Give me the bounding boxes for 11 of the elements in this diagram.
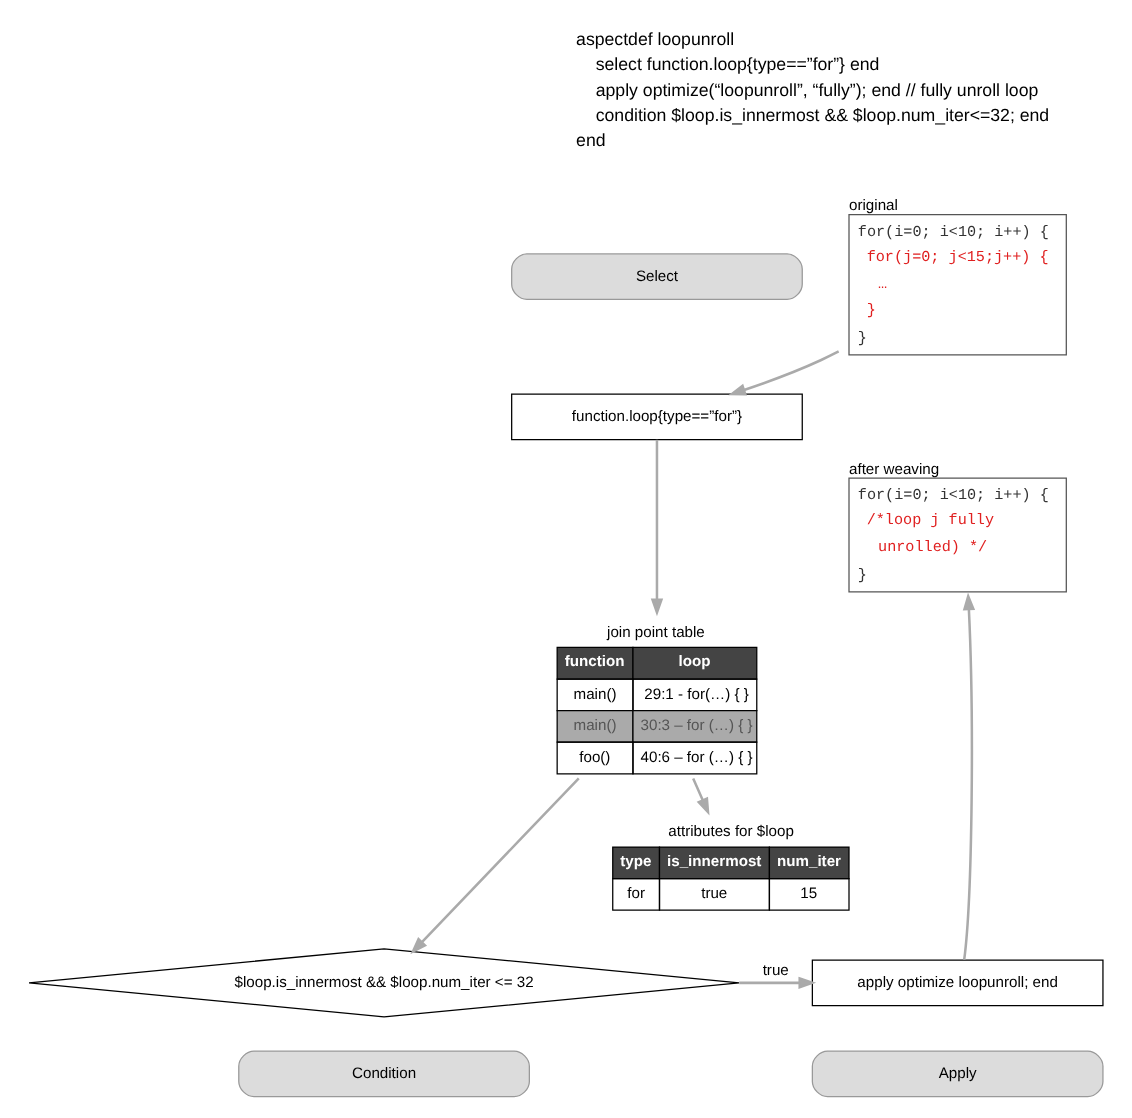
arrow: [739, 976, 817, 990]
label: apply optimize(“loopunroll”, “fully”); end // fully unroll loop: [595, 79, 1039, 100]
label: select function.loop{type==”for”} end: [595, 54, 880, 75]
label: end: [576, 130, 606, 151]
arrow: [728, 350, 840, 396]
arrow: [692, 777, 710, 816]
label: condition $loop.is_innermost && $loop.num_iter<=32; end: [595, 104, 1050, 125]
arrow: [410, 777, 580, 955]
arrow: [650, 439, 664, 617]
arrow: [962, 592, 976, 960]
label: aspectdef loopunroll: [576, 29, 735, 50]
